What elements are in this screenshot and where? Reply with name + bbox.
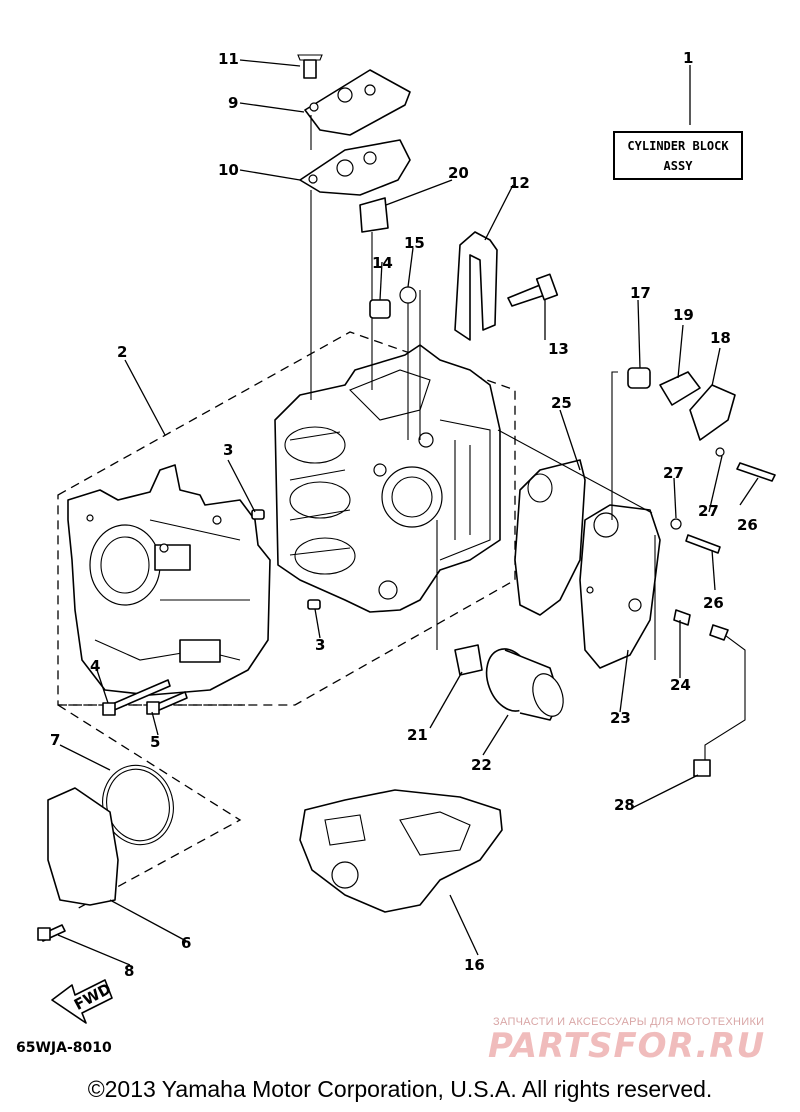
callout-3a: 3 [223,441,233,459]
callout-4: 4 [90,657,100,675]
callout-6: 6 [181,934,191,952]
label-line-1: CYLINDER BLOCK [627,139,729,153]
fwd-arrow-icon: FWD [51,979,114,1024]
callout-numbers: 11 9 10 20 12 1 15 14 13 2 3 3 4 5 7 6 8… [50,49,758,980]
callout-3b: 3 [315,636,325,654]
callout-25: 25 [551,394,572,412]
watermark-logo: PARTSFOR.RU [488,1026,766,1066]
callout-11: 11 [218,50,239,68]
leader-lines [57,59,759,966]
callout-5: 5 [150,733,160,751]
callout-26b: 26 [703,594,724,612]
crankcase-half-part [67,464,271,696]
callout-27b: 27 [698,502,719,520]
callout-27a: 27 [663,464,684,482]
cover-and-gasket [514,459,661,669]
callout-21: 21 [407,726,428,744]
callout-8: 8 [124,962,134,980]
callout-16: 16 [464,956,485,974]
callout-12: 12 [509,174,530,192]
callout-14: 14 [372,254,393,272]
plate-assembly [297,54,411,400]
cylinder-block-part [274,344,501,613]
callout-24: 24 [670,676,691,694]
label-line-2: ASSY [663,159,693,173]
callout-28: 28 [614,796,635,814]
fwd-label: FWD [71,980,114,1014]
callout-17: 17 [630,284,651,302]
oil-filter [436,520,564,721]
callout-20: 20 [448,164,469,182]
base-gasket [299,789,503,913]
callout-15: 15 [404,234,425,252]
callout-10: 10 [218,161,239,179]
small-fittings [359,197,559,440]
callout-19: 19 [673,306,694,324]
bolts-4-5 [102,679,188,716]
dowel-pins [251,509,321,610]
callout-1: 1 [683,49,693,67]
callout-22: 22 [471,756,492,774]
side-cover [37,704,242,942]
cylinder-block-assy-label: CYLINDER BLOCK ASSY [613,131,743,180]
drawing-code: 65WJA-8010 [16,1040,112,1056]
copyright-notice: ©2013 Yamaha Motor Corporation, U.S.A. A… [87,1076,713,1102]
callout-13: 13 [548,340,569,358]
callout-23: 23 [610,709,631,727]
watermark-subtitle: ЗАПЧАСТИ И АКСЕССУАРЫ ДЛЯ МОТОТЕХНИКИ [493,1016,765,1028]
callout-9: 9 [228,94,238,112]
thermostat-parts [627,367,776,482]
callout-7: 7 [50,731,60,749]
callout-26a: 26 [737,516,758,534]
callout-2: 2 [117,343,127,361]
bolts-and-hose [670,518,746,777]
callout-18: 18 [710,329,731,347]
